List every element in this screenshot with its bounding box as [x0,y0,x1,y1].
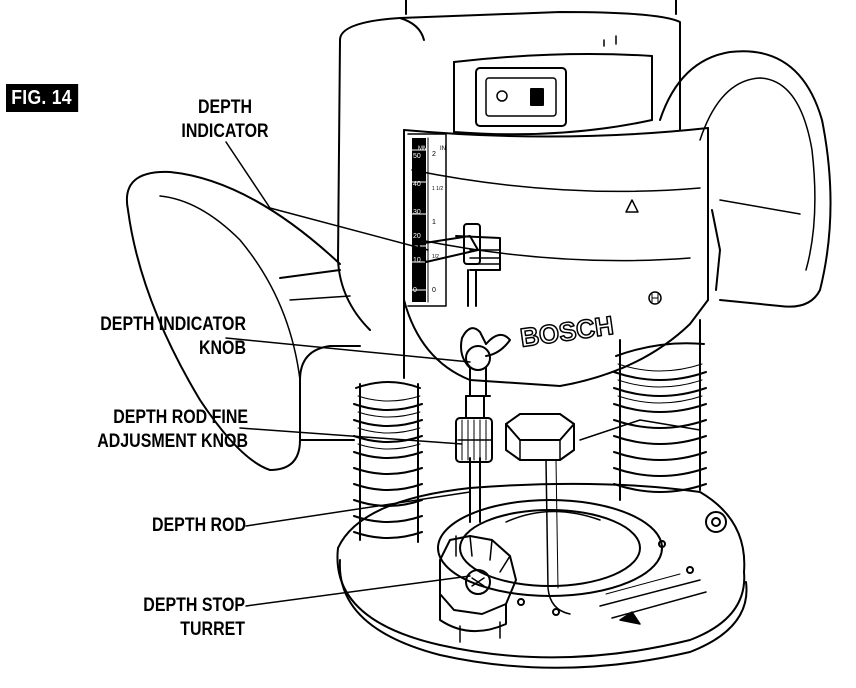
depth-rod [465,269,485,523]
callout-depth-indicator-knob: DEPTH INDICATOR KNOB [78,313,246,361]
callout-depth-rod: DEPTH ROD [140,514,246,538]
figure-label: FIG. 14 [6,84,78,112]
motor-housing [337,0,721,387]
scale-in-label: 1 1/2 [432,186,443,192]
scale-mm-label: 10 [413,257,421,264]
callout-depth-rod-line-1: DEPTH ROD [151,515,246,536]
callout-depth-indicator-line-2: INDICATOR [181,121,269,142]
scale-in-label: 2 [432,151,436,158]
scale-in-header: IN [440,146,446,152]
triangle-marker-icon [625,199,639,213]
scale-mm-label: 40 [413,181,421,188]
left-handle [125,170,361,471]
bosch-logo-text: BOSCH [518,310,615,353]
callout-depth-indicator-line-1: DEPTH [197,97,253,118]
right-handle [659,50,832,308]
callout-depth-stop-turret: DEPTH STOP TURRET [119,594,245,642]
right-spring-column [613,319,707,501]
power-switch [475,67,567,127]
depth-stop-turret [439,535,517,643]
switch-on-symbol [530,88,544,106]
scale-mm-label: 20 [413,233,421,240]
scale-in-label: 0 [432,287,436,294]
scale-in-label: 1 [432,219,436,226]
router-base-plate [336,482,748,669]
direction-arrows [599,573,707,625]
callout-depth-indicator-knob-line-2: KNOB [198,338,246,359]
hex-nut [505,413,701,615]
scale-in-label: 1/2 [432,254,439,260]
callout-depth-indicator-knob-line-1: DEPTH INDICATOR [100,314,246,335]
callout-fine-adjustment-knob-line-2: ADJUSMENT KNOB [97,431,248,452]
leader-lines [225,141,471,607]
depth-indicator [417,223,501,271]
bosch-emblem-icon [648,291,662,305]
callout-depth-stop-turret-line-1: DEPTH STOP [143,595,245,616]
switch-off-symbol [496,90,508,102]
fine-adjustment-knob [455,417,493,463]
scale-mm-label: 30 [413,209,421,216]
left-spring-column [353,381,423,543]
callout-fine-adjustment-knob: DEPTH ROD FINE ADJUSMENT KNOB [88,406,248,454]
callout-depth-stop-turret-line-2: TURRET [180,619,245,640]
depth-indicator-knob [460,327,511,397]
scale-mm-header: MM [418,146,428,152]
callout-fine-adjustment-knob-line-1: DEPTH ROD FINE [113,407,248,428]
callout-depth-indicator: DEPTH INDICATOR [162,96,288,144]
scale-mm-label: 50 [413,153,421,160]
